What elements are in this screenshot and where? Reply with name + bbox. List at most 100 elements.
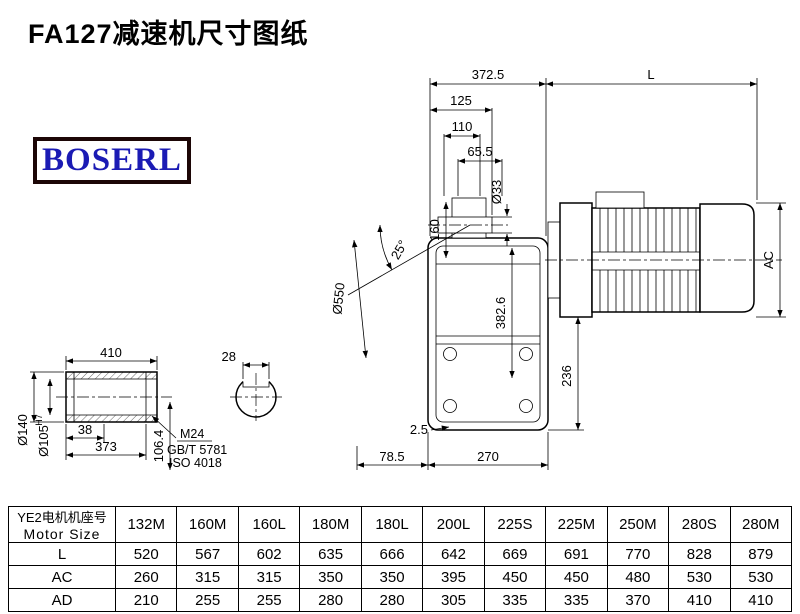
table-cell: 315 [176,565,239,589]
column-header: 280M [729,506,793,543]
dim-38: 38 [78,422,92,437]
angle-arc [377,224,393,270]
table-cell: 666 [360,542,424,566]
table-cell: 770 [606,542,670,566]
column-header: 280S [668,506,731,543]
table-cell: 350 [299,565,362,589]
table-cell: 450 [545,565,608,589]
gearbox-body [427,197,549,431]
table-row-AC: AC 260 315 315 350 350 395 450 450 480 5… [8,565,793,589]
table-cell: 669 [483,542,547,566]
dim-leader-2-5 [430,425,450,431]
table-cell: 410 [668,588,731,612]
dim-AC: AC [761,251,776,269]
bolt-hole [519,347,533,361]
table-cell: 350 [360,565,424,589]
dim-382-6: 382.6 [493,297,508,330]
page-title: FA127减速机尺寸图纸 [28,19,309,49]
table-cell: 260 [114,565,178,589]
dim-o105: Ø105 [36,425,51,457]
boserl-logo: BOSERL [33,137,191,184]
gearbox-housing-inner-wall [435,245,541,423]
bottom-dimensions: 2.5 78.5 270 [356,422,549,470]
motor-size-header: YE2电机机座号 Motor Size [8,506,116,543]
table-cell: 280 [360,588,424,612]
table-cell: 305 [422,588,485,612]
table-cell: 255 [176,588,239,612]
gearbox-rib-lines [436,263,540,345]
table-cell: 530 [668,565,731,589]
row-label: L [8,542,116,566]
bolt-hole [443,347,457,361]
table-cell: 450 [483,565,547,589]
table-cell: 567 [176,542,239,566]
motor-fins-top [599,208,697,252]
shaft-detail-view: 410 Ø140 Ø105 H7 38 373 106.4 M24 GB/T 5… [15,345,227,470]
table-cell: 480 [606,565,670,589]
boserl-logo-text: BOSERL [42,142,182,178]
table-cell: 335 [483,588,547,612]
table-row-L: L 520 567 602 635 666 642 669 691 770 82… [8,542,793,566]
motor [545,191,782,318]
dim-o33: Ø33 [489,180,504,205]
table-cell: 691 [545,542,608,566]
leader-line-m24 [151,415,177,439]
dim-110: 110 [452,119,473,134]
section-hatch-top [66,372,157,379]
bolt-hole [519,399,533,413]
table-cell: 255 [237,588,301,612]
motor-fins-bottom [599,270,697,312]
motor-size-header-en: Motor Size [23,526,101,542]
motor-size-header-cn: YE2电机机座号 [17,510,107,525]
table-cell: 370 [606,588,670,612]
column-header: 225M [545,506,608,543]
column-header: 132M [114,506,178,543]
vertical-dimensions: 382.6 AC 236 [493,202,786,431]
column-header: 250M [606,506,670,543]
dim-78-5: 78.5 [379,449,404,464]
row-label: AC [8,565,116,589]
dim-372-5: 372.5 [472,67,505,82]
dim-410: 410 [100,345,122,360]
table-cell: 315 [237,565,301,589]
column-header: 200L [422,506,485,543]
top-dimensions: 372.5 L 125 110 65.5 Ø33 160 [427,67,758,258]
column-header: 225S [483,506,547,543]
table-cell: 520 [114,542,178,566]
dimension-table: YE2电机机座号 Motor Size 132M 160M 160L 180M … [8,506,793,612]
dim-28: 28 [222,349,236,364]
dim-373: 373 [95,439,117,454]
table-cell: 635 [299,542,362,566]
bore-lines [66,378,157,416]
note-iso-standard: ISO 4018 [169,456,222,470]
table-cell: 828 [668,542,731,566]
table-header-row: YE2电机机座号 Motor Size 132M 160M 160L 180M … [8,506,793,543]
dim-o105-tolerance: H7 [34,414,44,426]
column-header: 180M [299,506,362,543]
motor-core-lines [592,251,700,271]
dim-125: 125 [450,93,472,108]
dim-270: 270 [477,449,499,464]
dim-160: 160 [427,219,442,241]
table-cell: 530 [729,565,793,589]
gearbox-housing-outline [427,237,549,431]
dim-25deg: 25° [388,237,411,262]
bolt-hole [443,399,457,413]
table-cell: 395 [422,565,485,589]
extension-lines-shaft-dia [492,216,512,234]
column-header: 180L [360,506,424,543]
table-cell: 602 [237,542,301,566]
dim-L: L [647,67,654,82]
table-cell: 210 [114,588,178,612]
table-cell: 280 [299,588,362,612]
table-cell: 410 [729,588,793,612]
dim-o550: Ø550 [329,282,347,315]
technical-drawing: 372.5 L 125 110 65.5 Ø33 160 25° Ø550 [15,67,786,470]
column-header: 160L [237,506,301,543]
dim-o140: Ø140 [15,414,30,446]
dim-2-5: 2.5 [410,422,428,437]
column-header: 160M [176,506,239,543]
table-cell: 335 [545,588,608,612]
row-label: AD [8,588,116,612]
